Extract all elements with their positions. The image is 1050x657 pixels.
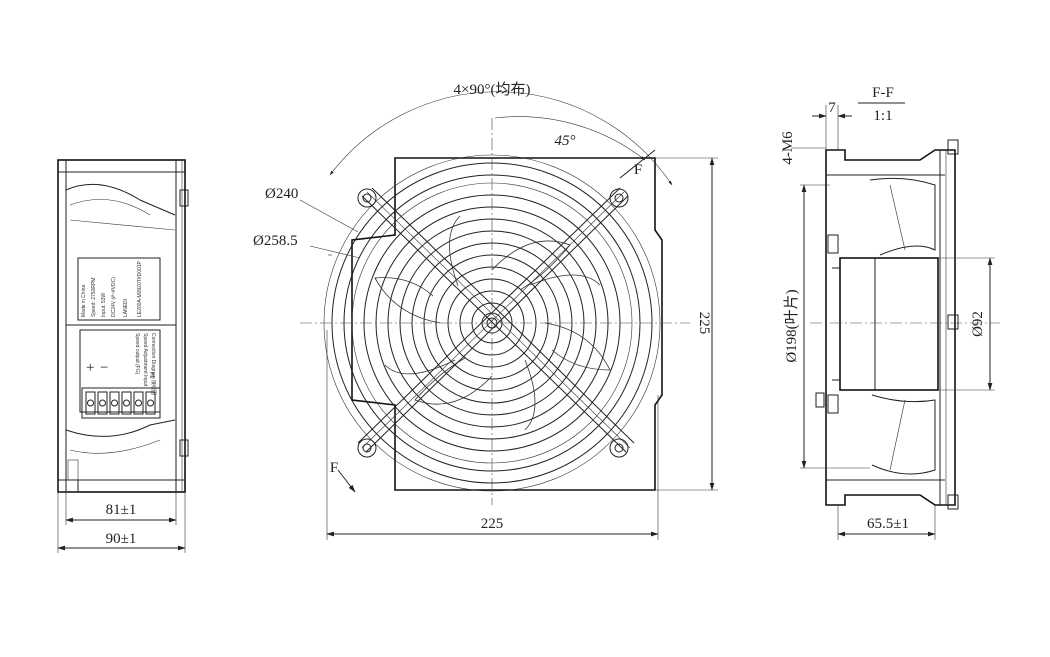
model-text: LE200A-M0920T#D001P — [137, 260, 143, 317]
thread-label: 4-M6 — [780, 131, 796, 165]
angle-45-label: 45° — [555, 133, 576, 149]
minus-label: − — [100, 360, 108, 376]
side-view — [57, 159, 189, 553]
section-view — [792, 102, 1000, 540]
side-90-label: 90±1 — [106, 531, 137, 547]
plus-label: + — [86, 360, 94, 376]
cut-mark-bottom: F — [330, 460, 338, 476]
connection-diagram: Connection Diagram 接线图 Speed Adjustment … — [134, 333, 157, 395]
dia258-label: Ø258.5 — [253, 233, 298, 249]
dimension-labels: 4×90°(均布) 45° Ø240 Ø258.5 225 225 81±1 9… — [106, 81, 986, 547]
dia92-label: Ø92 — [970, 311, 986, 337]
connection-title: Connection Diagram 接线图 — [150, 333, 157, 395]
product-label: Made in China Speed: 2750RPM Input: 53W … — [81, 260, 143, 317]
angle-spacing-label: 4×90°(均布) — [454, 81, 531, 98]
voltage-text: DC24V (#~#VDC) — [111, 277, 117, 317]
dia198-label: Ø198(叶片) — [783, 289, 800, 362]
terminal-block — [81, 387, 161, 419]
front-height-label: 225 — [696, 312, 712, 335]
dia240-label: Ø240 — [265, 186, 298, 202]
side-81-label: 81±1 — [106, 502, 137, 518]
input-text: Input: 53W — [101, 293, 107, 317]
depth-label: 65.5±1 — [867, 516, 909, 532]
cut-mark-top: F — [634, 162, 642, 178]
made-in-text: Made in China — [81, 285, 87, 317]
pe-label: PE — [148, 372, 154, 379]
connection-line2: Speed output (FG) — [134, 333, 140, 375]
speed-text: Speed: 2750RPM — [91, 278, 97, 317]
front-view — [299, 91, 718, 540]
section-scale-label: 1:1 — [873, 108, 892, 124]
dim-7-label: 7 — [828, 100, 836, 116]
support-bars — [357, 187, 635, 453]
section-name-label: F-F — [872, 85, 894, 101]
connection-line1: Speed Adjustment Input — [142, 333, 148, 387]
front-width-label: 225 — [481, 516, 504, 532]
brand-text: LANEDI — [123, 299, 129, 317]
